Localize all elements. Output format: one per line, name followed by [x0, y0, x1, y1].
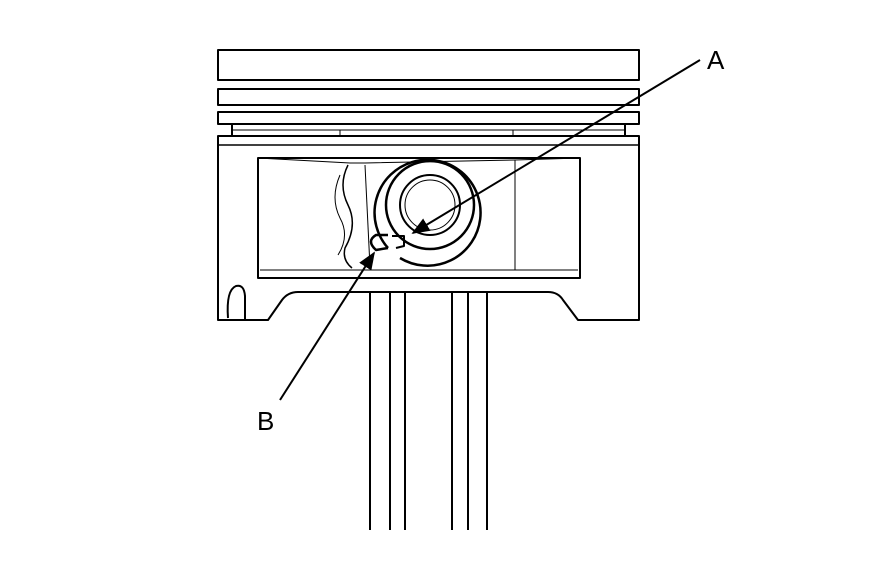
piston-crown	[217, 49, 640, 136]
callout-label-a: A	[707, 45, 725, 75]
connecting-rod	[369, 292, 488, 530]
leader-line-b	[279, 251, 375, 401]
oil-ring-land	[217, 111, 640, 125]
leader-line-a	[411, 59, 701, 234]
top-ring-land	[217, 49, 640, 81]
piston-pin-bore	[369, 158, 482, 267]
piston-skirt	[217, 135, 640, 321]
clip-notch	[369, 233, 389, 252]
second-ring-land	[217, 88, 640, 106]
callout-label-b: B	[257, 406, 275, 436]
